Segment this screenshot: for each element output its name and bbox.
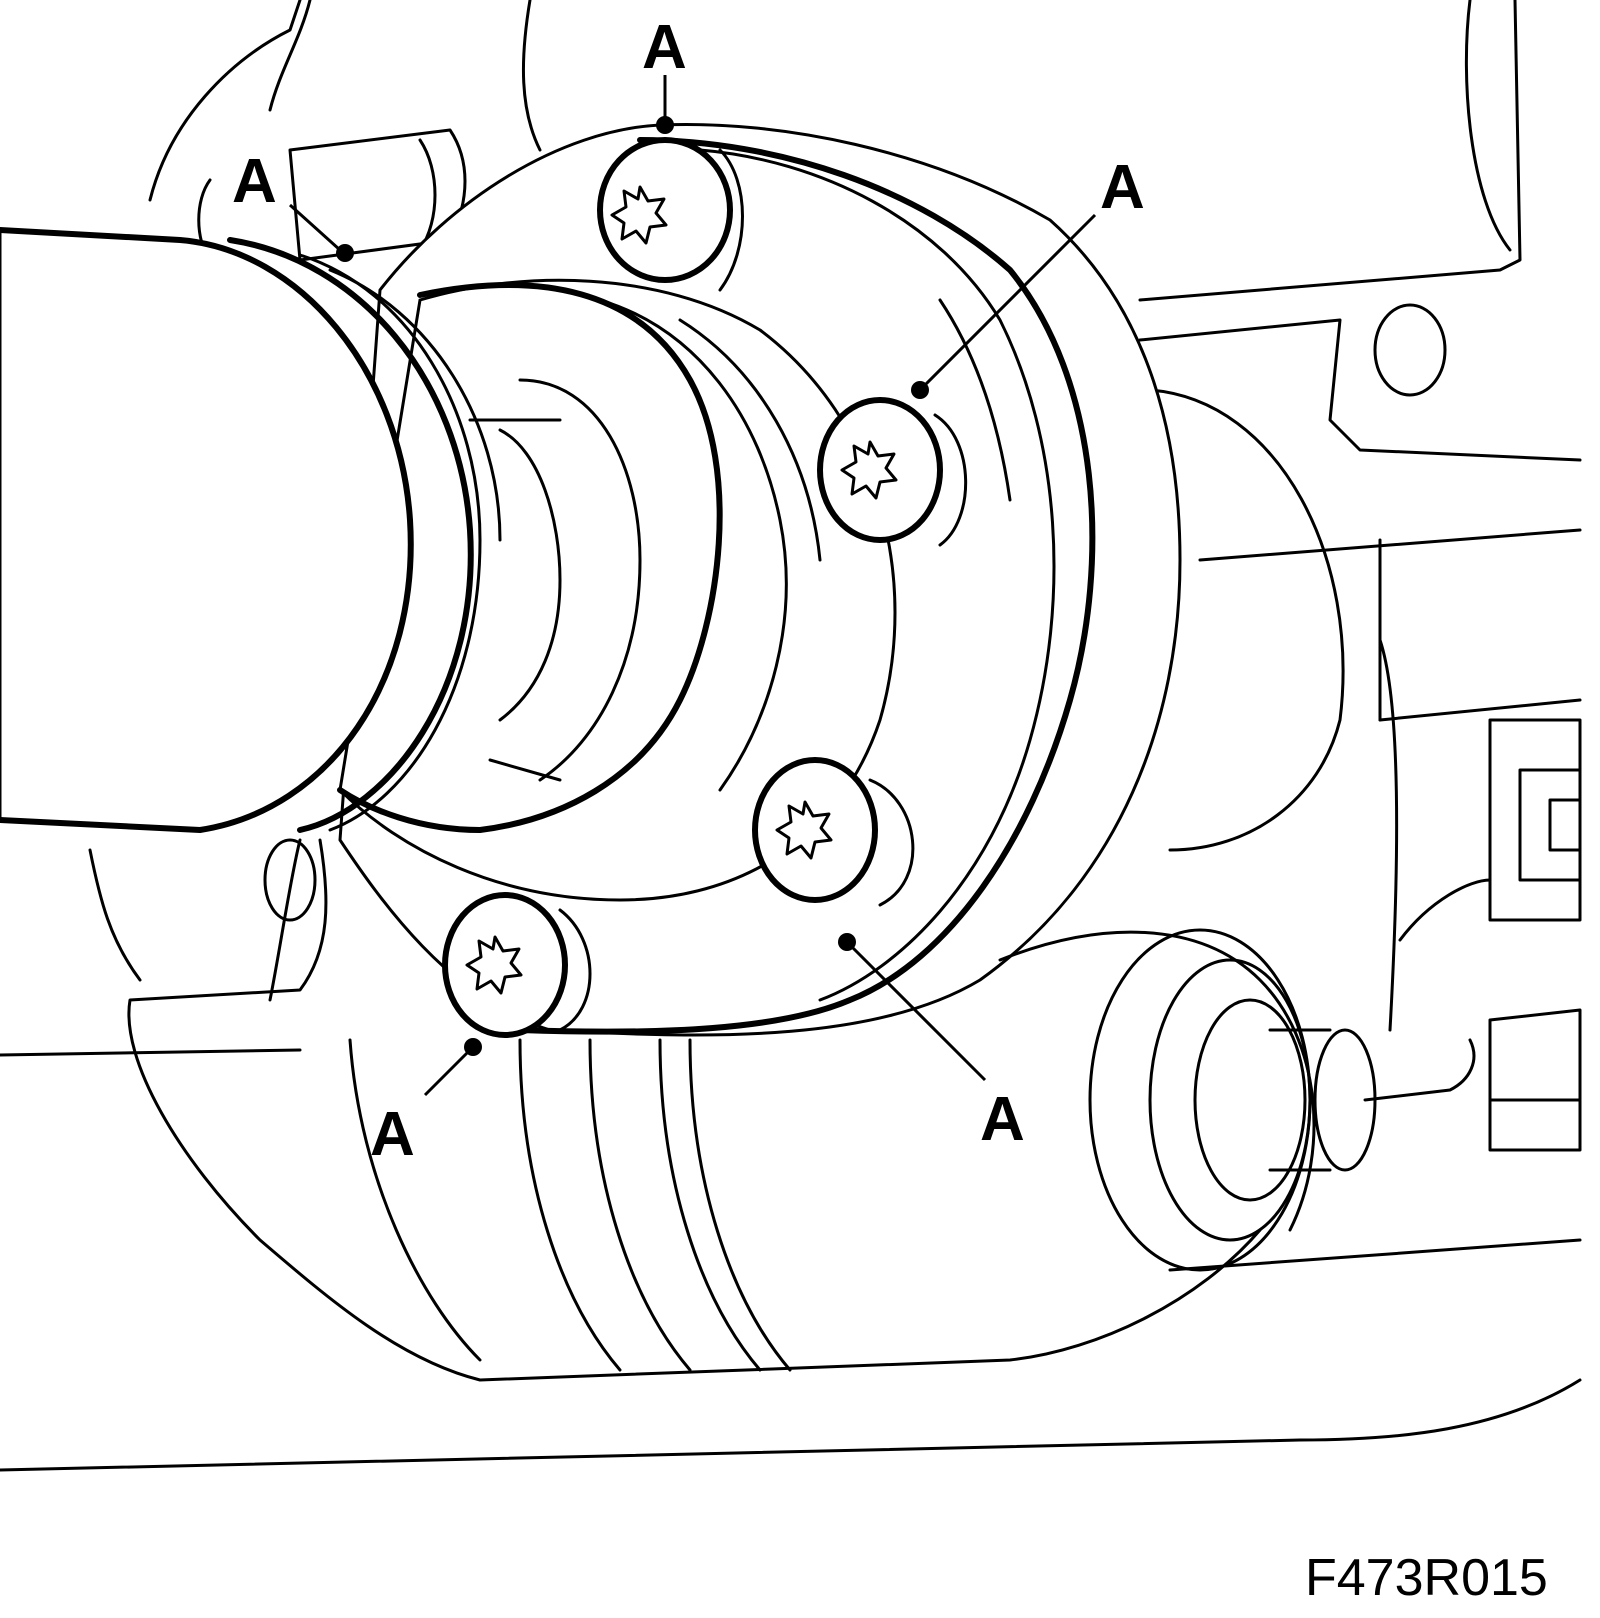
callout-upper-left: A: [232, 147, 354, 262]
bolt-lower-middle: [752, 757, 915, 907]
caliper-body: [0, 838, 1262, 1382]
callout-label: A: [232, 147, 277, 216]
bolt-top: [597, 137, 744, 292]
drive-shaft-boot: [0, 227, 502, 833]
callout-label: A: [1100, 153, 1145, 222]
torx-bolt-icon: [775, 800, 833, 860]
callout-label: A: [370, 1100, 415, 1169]
bolt-lower-left: [442, 892, 592, 1038]
callout-label: A: [642, 13, 687, 82]
callout-lower-right: A: [838, 933, 1025, 1154]
hub: [337, 278, 897, 902]
connector: [1378, 638, 1582, 1152]
piston-cylinder: [0, 928, 1582, 1472]
torx-bolt-icon: [610, 185, 668, 245]
bolt-right: [817, 397, 968, 547]
callout-lower-left: A: [370, 1038, 482, 1169]
torx-bolt-icon: [465, 935, 523, 995]
figure-code: F473R015: [1305, 1549, 1548, 1607]
callout-upper-right: A: [911, 153, 1145, 399]
torx-bolt-icon: [840, 440, 898, 500]
housing-outline: [148, 0, 1582, 852]
callout-label: A: [980, 1085, 1025, 1154]
callout-top: A: [642, 13, 687, 134]
